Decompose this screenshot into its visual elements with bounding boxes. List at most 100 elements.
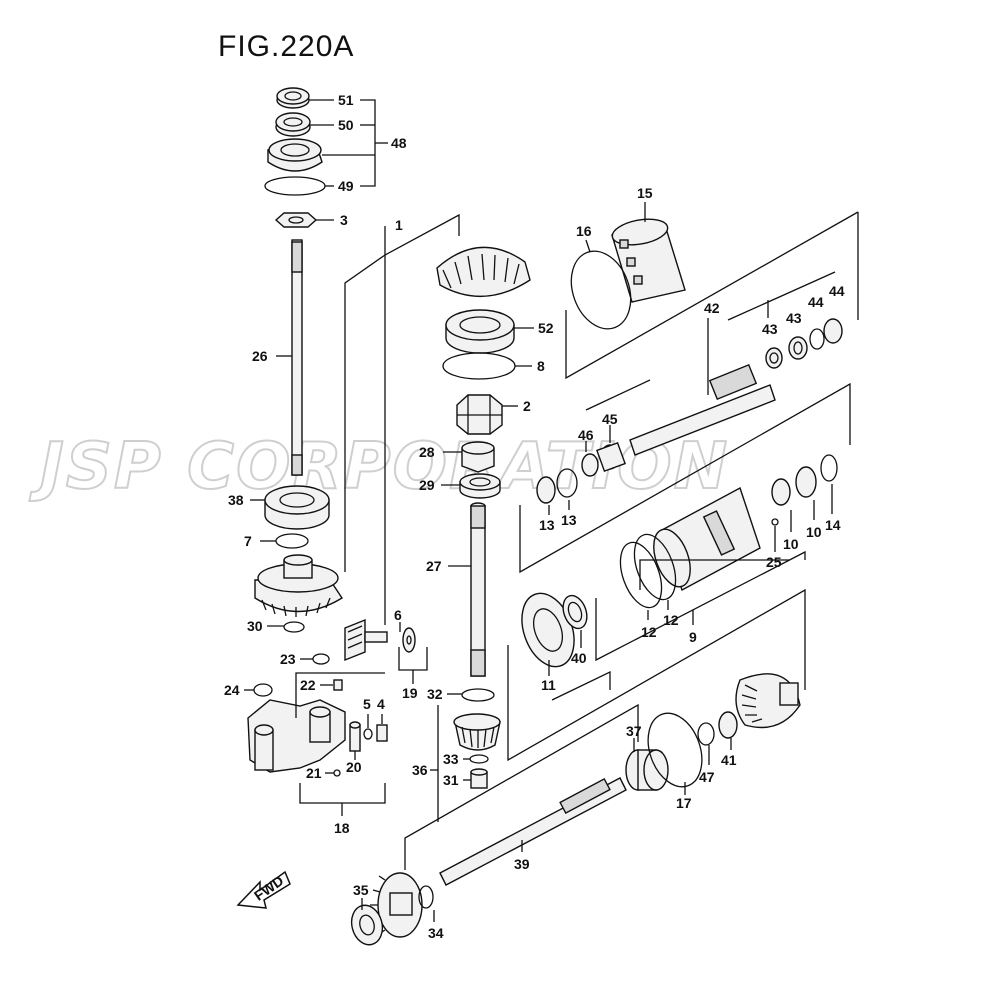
part-7-shim — [275, 533, 309, 549]
part-14-ring — [820, 454, 838, 482]
part-44-ring-b — [823, 318, 843, 344]
part-reverse-gear — [735, 673, 801, 729]
callout-10-b: 10 — [806, 524, 822, 540]
part-8-shim — [442, 352, 516, 380]
part-12-ring-b — [633, 533, 677, 601]
part-forward-gear — [436, 246, 531, 298]
part-5-spring — [363, 728, 373, 740]
callout-12-b: 12 — [663, 612, 679, 628]
part-44-ring-a — [809, 328, 825, 350]
part-3-nut — [274, 212, 318, 228]
fwd-arrow-icon: FWD — [236, 870, 291, 909]
callout-22: 22 — [300, 677, 316, 693]
callout-14: 14 — [825, 517, 841, 533]
callout-4: 4 — [377, 696, 385, 712]
callout-24: 24 — [224, 682, 240, 698]
part-49-o-ring — [264, 176, 326, 196]
callout-41: 41 — [721, 752, 737, 768]
callout-13-a: 13 — [539, 517, 555, 533]
callout-43-a: 43 — [762, 321, 778, 337]
part-50-seal — [275, 112, 311, 137]
part-37-bearing — [625, 749, 669, 791]
callout-52: 52 — [538, 320, 554, 336]
callout-29: 29 — [419, 477, 435, 493]
part-47-ring — [697, 722, 715, 746]
part-13-ring-a — [536, 476, 556, 504]
part-29-bearing — [459, 473, 501, 499]
part-4-ball — [376, 724, 388, 742]
part-16-ring — [570, 250, 632, 330]
part-10-ring-a — [771, 478, 791, 506]
callout-44-a: 44 — [808, 294, 824, 310]
callout-20: 20 — [346, 759, 362, 775]
part-bottom-gear — [370, 872, 423, 938]
callout-37: 37 — [626, 723, 642, 739]
callout-6: 6 — [394, 607, 402, 623]
callout-27: 27 — [426, 558, 442, 574]
part-13-ring-b — [556, 468, 578, 498]
part-6-washer — [402, 627, 416, 653]
part-42-shaft — [629, 363, 776, 456]
part-32-shim — [461, 688, 495, 702]
callout-10-a: 10 — [783, 536, 799, 552]
part-52-bearing — [445, 309, 515, 354]
callout-36: 36 — [412, 762, 428, 778]
part-27-propeller-shaft-vertical — [470, 502, 486, 677]
callout-1: 1 — [395, 217, 403, 233]
callout-18: 18 — [334, 820, 350, 836]
part-12-ring-a — [619, 541, 663, 609]
callout-11: 11 — [541, 677, 556, 693]
callout-32: 32 — [427, 686, 443, 702]
callout-9: 9 — [689, 629, 697, 645]
callout-21: 21 — [306, 765, 322, 781]
callout-28: 28 — [419, 444, 435, 460]
part-45-spacer — [596, 442, 626, 472]
callout-50: 50 — [338, 117, 354, 133]
part-pinion-gear — [453, 713, 501, 751]
part-41-ring — [718, 711, 738, 739]
callout-33: 33 — [443, 751, 459, 767]
part-30-circlip — [283, 621, 305, 633]
part-24-o-ring — [253, 683, 273, 697]
callout-35: 35 — [353, 882, 369, 898]
part-51-seal — [276, 87, 310, 109]
part-46-ring — [581, 453, 599, 477]
callout-44-b: 44 — [829, 283, 845, 299]
part-21-pin — [333, 769, 341, 777]
part-39-propeller-shaft — [439, 777, 627, 886]
figure-title: FIG.220A — [218, 30, 355, 63]
part-small-pinion — [344, 618, 388, 662]
callout-51: 51 — [338, 92, 354, 108]
part-20-bushing — [349, 721, 361, 752]
callout-40: 40 — [571, 650, 587, 666]
callout-13-b: 13 — [561, 512, 577, 528]
callout-23: 23 — [280, 651, 296, 667]
part-33-washer — [469, 754, 489, 764]
part-25-pin — [771, 518, 779, 526]
callout-30: 30 — [247, 618, 263, 634]
callout-17: 17 — [676, 795, 692, 811]
callout-42: 42 — [704, 300, 720, 316]
part-22-pin — [333, 679, 343, 691]
watermark: JSP CORPORATION — [29, 430, 729, 504]
part-35-washer — [350, 904, 384, 946]
part-17-o-ring — [647, 712, 703, 788]
callout-45: 45 — [602, 411, 618, 427]
part-34-circlip — [418, 885, 434, 909]
part-31-nut — [470, 768, 488, 789]
part-43-bushing-b — [788, 336, 808, 360]
part-28-nut — [461, 441, 495, 473]
part-40-ring — [562, 594, 588, 630]
callout-38: 38 — [228, 492, 244, 508]
callout-8: 8 — [537, 358, 545, 374]
callout-2: 2 — [523, 398, 531, 414]
callout-47: 47 — [699, 769, 715, 785]
part-2-clutch-dog — [456, 394, 503, 435]
part-10-ring-b — [795, 466, 817, 498]
callout-16: 16 — [576, 223, 592, 239]
callout-34: 34 — [428, 925, 444, 941]
callout-31: 31 — [443, 772, 459, 788]
part-15-sleeve — [611, 218, 686, 303]
callout-49: 49 — [338, 178, 354, 194]
